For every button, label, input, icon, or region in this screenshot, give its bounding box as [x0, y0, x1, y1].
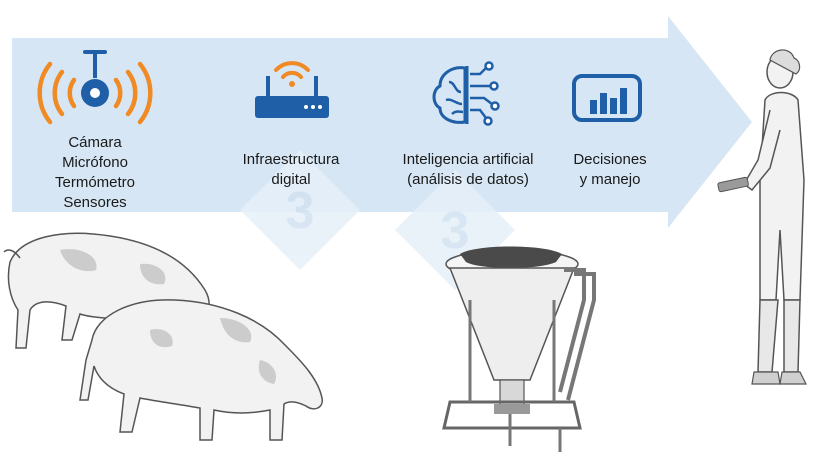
step-label-ai: Inteligencia artificial (análisis de dat…: [388, 150, 548, 190]
step-label-infrastructure: Infraestructura digital: [226, 150, 356, 190]
step-line: Cámara: [68, 134, 122, 151]
svg-text:3: 3: [286, 182, 315, 240]
farmer-with-tablet-illustration: [717, 49, 807, 385]
pig-illustration: [79, 299, 323, 441]
dashboard-chart-icon: [572, 74, 642, 122]
step-line: Decisiones: [573, 151, 647, 168]
step-line: (análisis de datos): [407, 171, 529, 188]
router-wifi-icon: [255, 61, 329, 118]
step-line: Inteligencia artificial: [402, 151, 534, 168]
watermark-logo: 3 3: [240, 150, 515, 290]
step-label-decisions: Decisiones y manejo: [560, 150, 660, 190]
svg-text:3: 3: [441, 202, 470, 260]
flow-arrow: [12, 16, 752, 228]
ai-brain-icon: [432, 61, 500, 126]
sensor-icon: [37, 50, 153, 125]
step-label-sensors: Cámara Micrófono Termómetro Sensores: [40, 133, 150, 213]
step-line: y manejo: [579, 171, 641, 188]
step-line: Micrófono: [62, 154, 128, 171]
step-line: digital: [271, 171, 311, 188]
feeder-illustration: [442, 246, 596, 452]
step-line: Sensores: [63, 194, 127, 211]
step-line: Termómetro: [54, 174, 136, 191]
step-line: Infraestructura: [242, 151, 340, 168]
